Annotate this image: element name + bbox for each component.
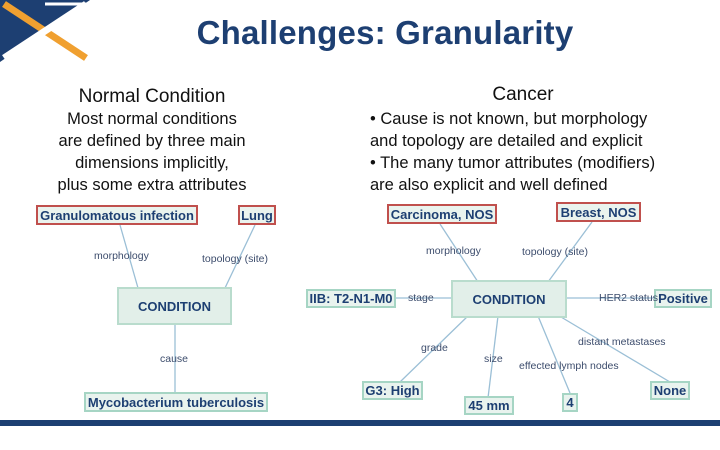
node-lung: Lung	[238, 205, 276, 225]
label-cause: cause	[160, 353, 189, 365]
left-heading: Normal Condition	[78, 86, 226, 107]
label-r-stage: stage	[408, 292, 434, 304]
node-mycobacterium: Mycobacterium tuberculosis	[84, 392, 268, 412]
label-r-morphology: morphology	[426, 245, 481, 257]
node-grade-high: G3: High	[362, 381, 423, 400]
edge-r-size	[487, 315, 499, 399]
edge-r-grade	[399, 313, 471, 383]
logo-icon	[0, 0, 90, 62]
label-r-grade: grade	[421, 342, 448, 354]
node-granulomatous-infection: Granulomatous infection	[36, 205, 198, 225]
node-metastases-none: None	[650, 381, 690, 400]
label-r-her2: HER2 status	[599, 292, 658, 304]
edge-r-morphology	[439, 223, 479, 283]
node-condition-right: CONDITION	[451, 280, 567, 318]
left-line: plus some extra attributes	[57, 176, 247, 194]
node-lymph-count: 4	[562, 393, 578, 412]
node-size: 45 mm	[464, 396, 514, 415]
edge-topology	[224, 224, 256, 289]
bullet-line: • The many tumor attributes (modifiers)	[370, 154, 656, 172]
bullet-line: • Cause is not known, but morphology	[370, 110, 648, 128]
edge-morphology	[119, 224, 139, 289]
node-condition-left: CONDITION	[117, 287, 232, 325]
node-breast: Breast, NOS	[556, 202, 641, 222]
edge-r-metastases	[555, 313, 671, 383]
left-description: Most normal conditions are defined by th…	[30, 108, 274, 196]
label-r-metastases: distant metastases	[578, 336, 666, 348]
label-morphology: morphology	[94, 250, 149, 262]
edge-r-topology	[547, 221, 593, 283]
label-r-lymph: effected lymph nodes	[519, 360, 619, 372]
node-carcinoma: Carcinoma, NOS	[387, 204, 497, 224]
label-r-size: size	[484, 353, 503, 365]
node-her2-positive: Positive	[654, 289, 712, 308]
left-line: Most normal conditions	[67, 110, 237, 128]
label-topology: topology (site)	[202, 253, 268, 265]
slide-title: Challenges: Granularity	[196, 14, 574, 51]
bullet-line: and topology are detailed and explicit	[370, 132, 643, 150]
right-heading: Cancer	[492, 84, 554, 105]
edge-r-lymph	[537, 315, 571, 394]
bullet-line: are also explicit and well defined	[370, 176, 608, 194]
label-r-topology: topology (site)	[522, 246, 588, 258]
left-line: dimensions implicitly,	[75, 154, 229, 172]
right-bullets: • Cause is not known, but morphology and…	[370, 108, 710, 196]
node-stage: IIB: T2-N1-M0	[306, 289, 396, 308]
left-line: are defined by three main	[58, 132, 246, 150]
footer-bar	[0, 420, 720, 426]
